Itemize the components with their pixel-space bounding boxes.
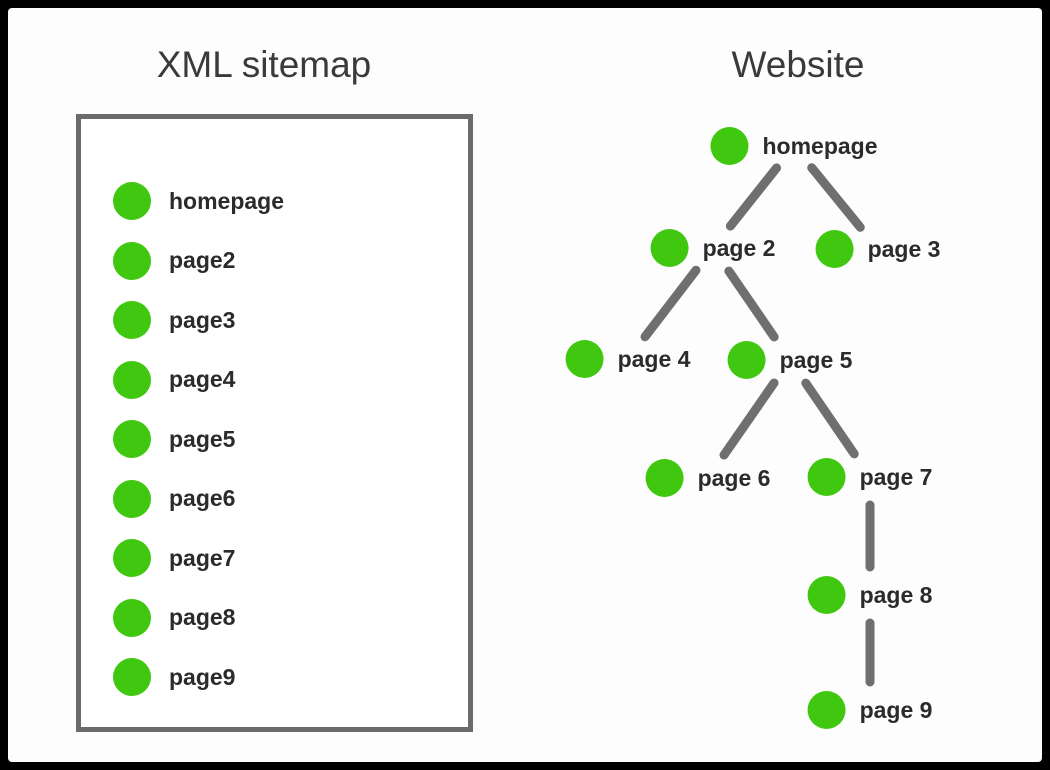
tree-node-page5[interactable]: page 5 <box>727 341 853 379</box>
tree-node-page8[interactable]: page 8 <box>807 576 933 614</box>
tree-node-page7[interactable]: page 7 <box>807 458 933 496</box>
sitemap-list-item[interactable]: page9 <box>113 657 235 697</box>
green-dot-icon <box>113 301 151 339</box>
sitemap-list-item[interactable]: page3 <box>113 300 235 340</box>
sitemap-list-item-label: page5 <box>169 425 236 452</box>
sitemap-list-item[interactable]: page7 <box>113 538 235 578</box>
tree-edge <box>724 266 779 342</box>
sitemap-list-item-label: page7 <box>169 544 236 571</box>
sitemap-list-item-label: homepage <box>169 187 285 214</box>
tree-edge <box>719 378 779 460</box>
diagram-canvas: XML sitemap Website homepage page2 page3 pa… <box>8 8 1042 762</box>
tree-node-page9[interactable]: page 9 <box>807 691 933 729</box>
tree-node-homepage[interactable]: homepage <box>710 127 878 165</box>
tree-node-page4[interactable]: page 4 <box>565 340 691 378</box>
green-dot-icon <box>727 341 766 379</box>
sitemap-list-item[interactable]: page4 <box>113 360 235 400</box>
green-dot-icon <box>807 458 846 496</box>
tree-node-label: page 3 <box>867 235 941 262</box>
green-dot-icon <box>815 230 854 268</box>
tree-node-page6[interactable]: page 6 <box>645 459 771 497</box>
green-dot-icon <box>113 182 151 220</box>
sitemap-list-item[interactable]: page2 <box>113 241 235 281</box>
xml-sitemap-title: XML sitemap <box>156 44 372 85</box>
tree-node-label: page 5 <box>779 346 853 373</box>
sitemap-list-item-label: page4 <box>169 366 236 392</box>
tree-node-label: page 8 <box>859 581 933 608</box>
xml-sitemap-box: homepage page2 page3 page4 page5 page6 page7 pa… <box>76 114 473 732</box>
tree-edge <box>807 163 865 232</box>
green-dot-icon <box>113 360 151 399</box>
green-dot-icon <box>113 241 151 280</box>
green-dot-icon <box>807 576 846 614</box>
tree-node-label: page 2 <box>702 234 776 261</box>
tree-node-label: page 9 <box>859 696 933 723</box>
sitemap-list-item[interactable]: page6 <box>113 479 235 519</box>
tree-node-label: homepage <box>762 132 878 159</box>
tree-node-label: page 6 <box>697 464 771 491</box>
tree-node-page2[interactable]: page 2 <box>650 229 776 267</box>
sitemap-list-item-label: page6 <box>169 485 236 511</box>
green-dot-icon <box>710 127 749 165</box>
tree-node-page3[interactable]: page 3 <box>815 230 941 268</box>
tree-node-label: page 7 <box>859 463 933 490</box>
website-tree: homepage page 2 page 3 page 4 page 5 page 6 pa… <box>8 8 1042 762</box>
tree-node-label: page 4 <box>617 345 691 372</box>
sitemap-list-item[interactable]: homepage <box>113 181 284 221</box>
green-dot-icon <box>113 539 151 577</box>
green-dot-icon <box>113 420 151 458</box>
tree-edge <box>801 378 859 459</box>
tree-edge <box>725 163 782 231</box>
sitemap-list-item-label: page3 <box>169 306 236 333</box>
green-dot-icon <box>645 459 684 497</box>
website-title: Website <box>731 44 865 85</box>
green-dot-icon <box>650 229 689 267</box>
sitemap-list-item-label: page9 <box>169 663 236 690</box>
tree-edges <box>640 163 875 687</box>
green-dot-icon <box>113 658 151 696</box>
tree-edge <box>640 265 701 342</box>
sitemap-list-item[interactable]: page5 <box>113 419 235 459</box>
green-dot-icon <box>113 479 151 518</box>
sitemap-list-item-label: page8 <box>169 604 236 630</box>
green-dot-icon <box>113 598 151 637</box>
sitemap-list-item-label: page2 <box>169 247 236 273</box>
sitemap-list-item[interactable]: page8 <box>113 598 235 638</box>
green-dot-icon <box>565 340 604 378</box>
green-dot-icon <box>807 691 846 729</box>
